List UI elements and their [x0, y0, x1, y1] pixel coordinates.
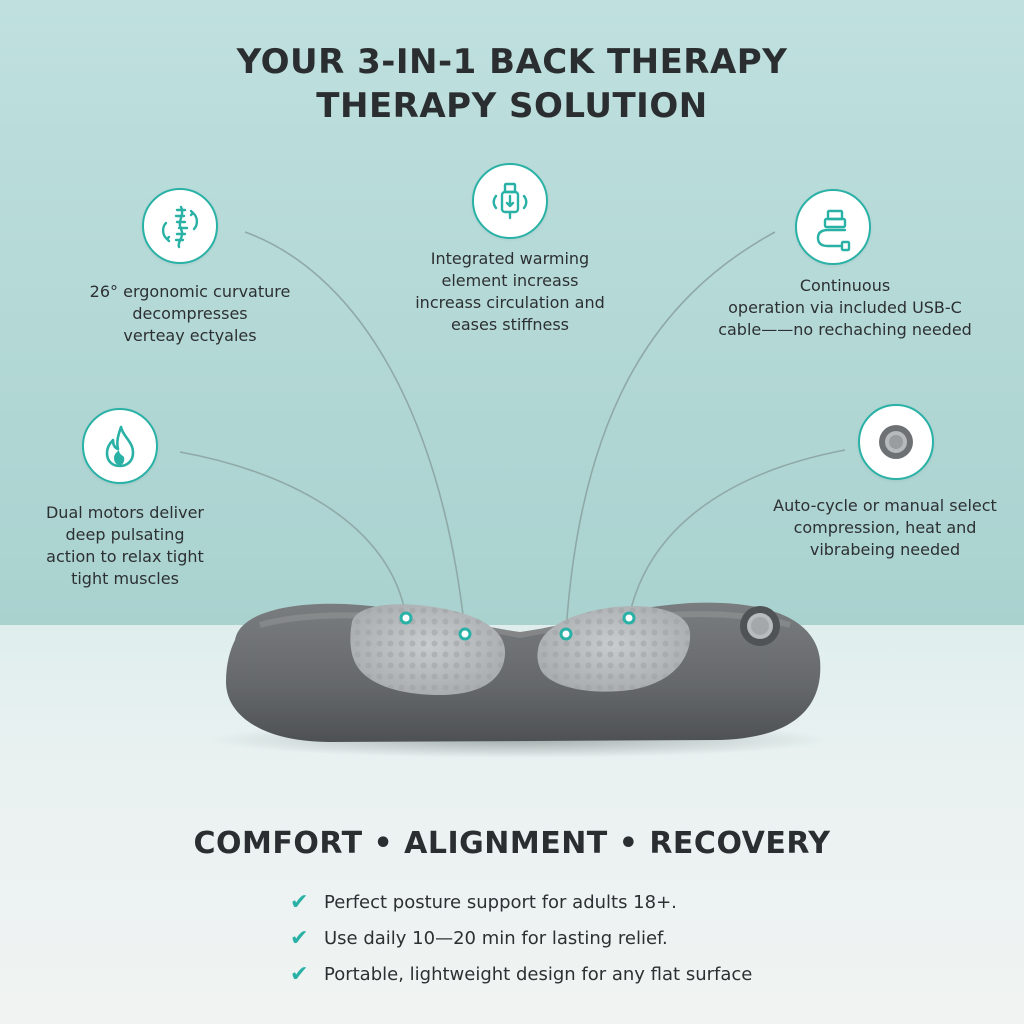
connector-line-controls	[628, 449, 846, 618]
checkmark-icon: ✔	[290, 925, 309, 951]
feature-motors-text: Dual motors deliver deep pulsating actio…	[45, 503, 204, 588]
callout-dot-1	[399, 611, 413, 625]
headline-line-2: THERAPY SOLUTION	[316, 86, 708, 126]
feature-usb-text: Continuous operation via included USB-C …	[718, 276, 972, 339]
power-button-icon	[858, 404, 934, 480]
headline-line-1: YOUR 3-IN-1 BACK THERAPY	[236, 42, 788, 82]
callout-dot-2	[458, 627, 472, 641]
connector-line-motors	[179, 451, 407, 618]
backdrop-wall	[0, 0, 1024, 625]
usb-cable-icon	[795, 189, 871, 265]
callout-dot-3	[559, 627, 573, 641]
list-item: ✔ Use daily 10—20 min for lasting relief…	[290, 925, 668, 951]
benefit-list: ✔ Perfect posture support for adults 18+…	[290, 884, 752, 992]
list-item: ✔ Perfect posture support for adults 18+…	[290, 889, 677, 915]
tagline: COMFORT • ALIGNMENT • RECOVERY	[193, 826, 831, 861]
device-body	[226, 602, 821, 742]
callout-dot-4	[622, 611, 636, 625]
usb-plug-icon	[472, 163, 548, 239]
feature-curvature-text: 26° ergonomic curvature decompresses ver…	[89, 282, 291, 345]
flame-icon	[82, 408, 158, 484]
checkmark-icon: ✔	[290, 889, 309, 915]
connector-line-curvature	[244, 231, 466, 633]
connector-line-usb	[565, 231, 776, 633]
list-item: ✔ Portable, lightweight design for any f…	[290, 961, 753, 987]
spine-rotate-icon	[142, 188, 218, 264]
feature-warming-text: Integrated warming element increass incr…	[415, 249, 605, 334]
feature-controls-text: Auto-cycle or manual select compression,…	[773, 496, 997, 559]
checkmark-icon: ✔	[290, 961, 309, 987]
